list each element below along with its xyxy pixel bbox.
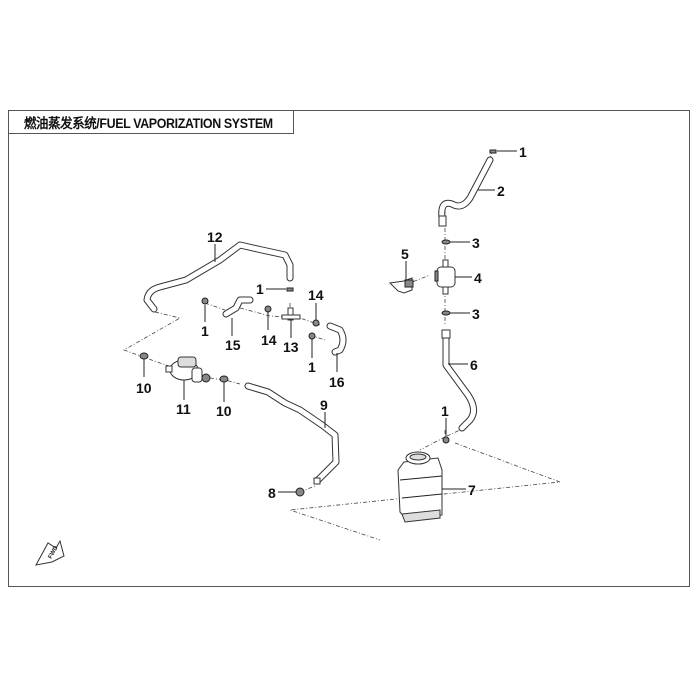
callout-10-left: 10 — [136, 380, 152, 396]
clamp-3-lower — [441, 310, 451, 316]
clamp-8 — [295, 487, 305, 497]
fwd-direction-marker: FWD — [35, 539, 65, 566]
callout-6: 6 — [470, 357, 478, 373]
callout-12: 12 — [207, 229, 223, 245]
filter-4 — [434, 259, 456, 295]
clamp-10-left — [139, 352, 149, 360]
bracket-5 — [388, 277, 414, 294]
connector-13 — [281, 307, 301, 321]
callout-5: 5 — [401, 246, 409, 262]
callout-1-right: 1 — [308, 359, 316, 375]
callout-13: 13 — [283, 339, 299, 355]
clamp-14-right — [312, 319, 320, 327]
hose-15 — [222, 296, 254, 318]
callout-3: 3 — [472, 235, 480, 251]
callout-15: 15 — [225, 337, 241, 353]
hose-6 — [441, 329, 477, 432]
hose-9 — [244, 382, 340, 485]
hose-12 — [143, 241, 294, 313]
clamp-3-upper — [441, 239, 451, 245]
hose-2 — [438, 156, 494, 227]
callout-1: 1 — [519, 144, 527, 160]
clamp-1-tank — [442, 436, 450, 444]
hose-16 — [326, 322, 347, 356]
title-box: 燃油蒸发系统/FUEL VAPORIZATION SYSTEM — [8, 110, 294, 134]
clamp-1-right — [308, 332, 316, 340]
clamp-10-right — [219, 375, 229, 383]
clamp-1-mid — [286, 287, 294, 292]
callout-10-right: 10 — [216, 403, 232, 419]
diagram-title: 燃油蒸发系统/FUEL VAPORIZATION SYSTEM — [24, 115, 273, 131]
clamp-1-top — [489, 149, 497, 154]
clamp-1-left — [201, 297, 209, 305]
callout-1-tank: 1 — [441, 403, 449, 419]
callout-8: 8 — [268, 485, 276, 501]
callout-14-left: 14 — [261, 332, 277, 348]
callout-9: 9 — [320, 397, 328, 413]
diagram-frame — [8, 110, 690, 587]
callout-14-right: 14 — [308, 287, 324, 303]
canister-7 — [397, 451, 443, 523]
callout-2: 2 — [497, 183, 505, 199]
callout-11: 11 — [176, 401, 191, 417]
callouts: 1 2 3 4 5 3 6 1 7 8 9 10 11 10 12 1 1 — [136, 144, 527, 501]
callout-1-mid: 1 — [256, 281, 264, 297]
callout-1-left: 1 — [201, 323, 209, 339]
callout-3-lower: 3 — [472, 306, 480, 322]
callout-16: 16 — [329, 374, 345, 390]
callout-7: 7 — [468, 482, 476, 498]
callout-4: 4 — [474, 270, 482, 286]
clamp-14-left — [264, 305, 272, 313]
purge-valve-11 — [165, 356, 211, 383]
